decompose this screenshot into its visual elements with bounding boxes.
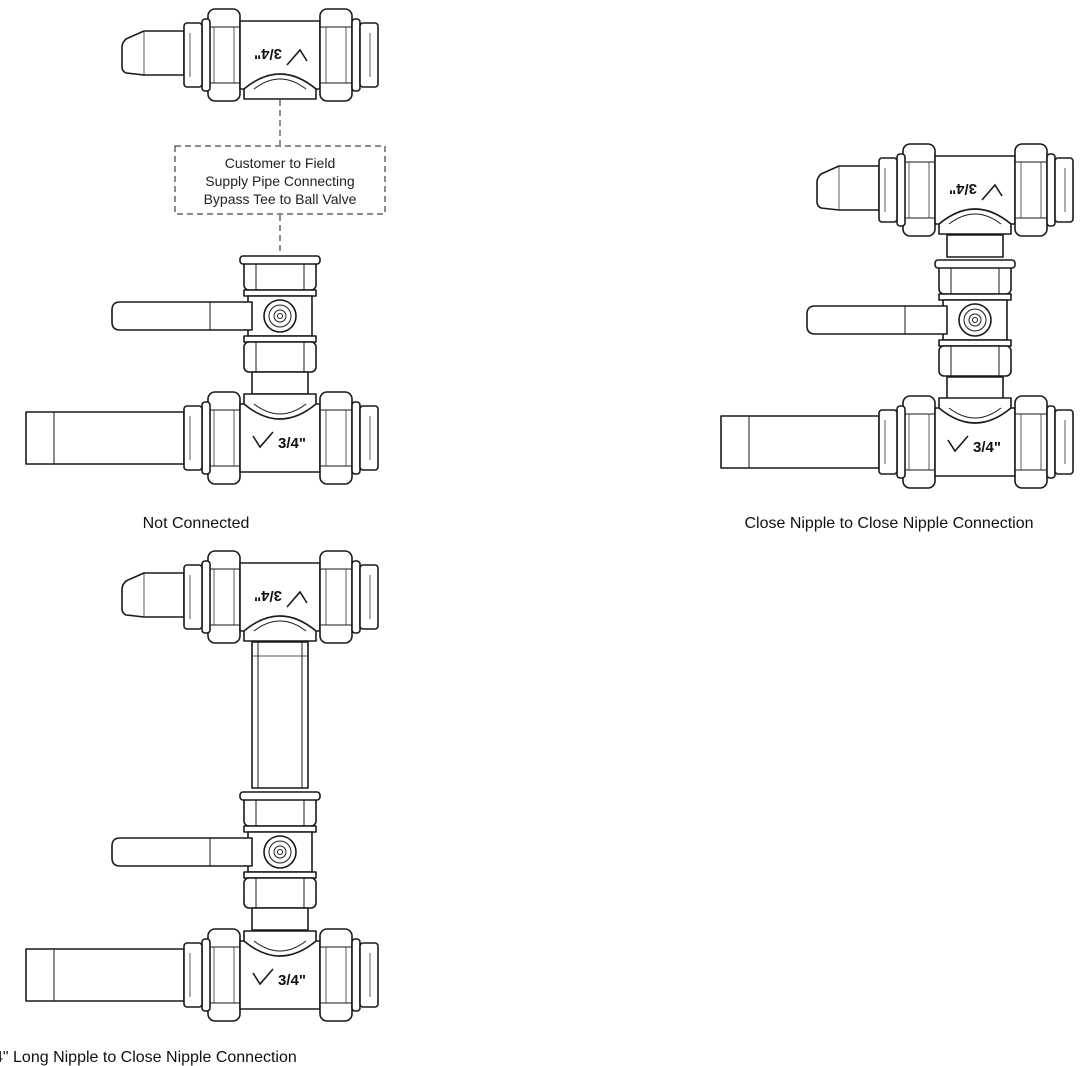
tee-size-label: 3/4" — [254, 587, 282, 604]
ball-valve — [111, 255, 321, 373]
caption-not-connected: Not Connected — [143, 515, 250, 532]
close-nipple — [946, 234, 1004, 258]
caption-long-nipple: 4" Long Nipple to Close Nipple Connectio… — [0, 1049, 297, 1066]
close-nipple — [946, 376, 1004, 400]
callout-line-3: Bypass Tee to Ball Valve — [204, 191, 357, 207]
ball-valve — [111, 791, 321, 909]
tee-size-label: 3/4" — [278, 435, 306, 452]
lower-bypass-tee: 3/4" — [25, 391, 379, 485]
long-nipple — [251, 641, 309, 789]
ball-valve — [806, 259, 1016, 377]
diagram-close-to-close: 3/4" 3/4" Close Nipple to Close Nipple C… — [720, 143, 1074, 532]
lower-bypass-tee: 3/4" — [25, 928, 379, 1022]
diagram-not-connected: 3/4" Customer to Field Supply Pipe Conne… — [25, 8, 386, 532]
tee-size-label: 3/4" — [949, 180, 977, 197]
callout-line-2: Supply Pipe Connecting — [205, 173, 354, 189]
callout-box — [174, 145, 386, 215]
upper-bypass-tee: 3/4" — [816, 143, 1074, 237]
lower-bypass-tee: 3/4" — [720, 395, 1074, 489]
diagram-long-nipple: 3/4" 3/4" 4" Long Nipple to Close Nipple… — [0, 550, 379, 1066]
close-nipple — [251, 371, 309, 395]
close-nipple — [251, 907, 309, 931]
upper-bypass-tee: 3/4" — [121, 8, 379, 102]
tee-size-label: 3/4" — [278, 972, 306, 989]
tee-size-label: 3/4" — [254, 45, 282, 62]
tee-size-label: 3/4" — [973, 439, 1001, 456]
upper-bypass-tee: 3/4" — [121, 550, 379, 644]
callout-line-1: Customer to Field — [225, 155, 335, 171]
caption-close-to-close: Close Nipple to Close Nipple Connection — [744, 515, 1033, 532]
